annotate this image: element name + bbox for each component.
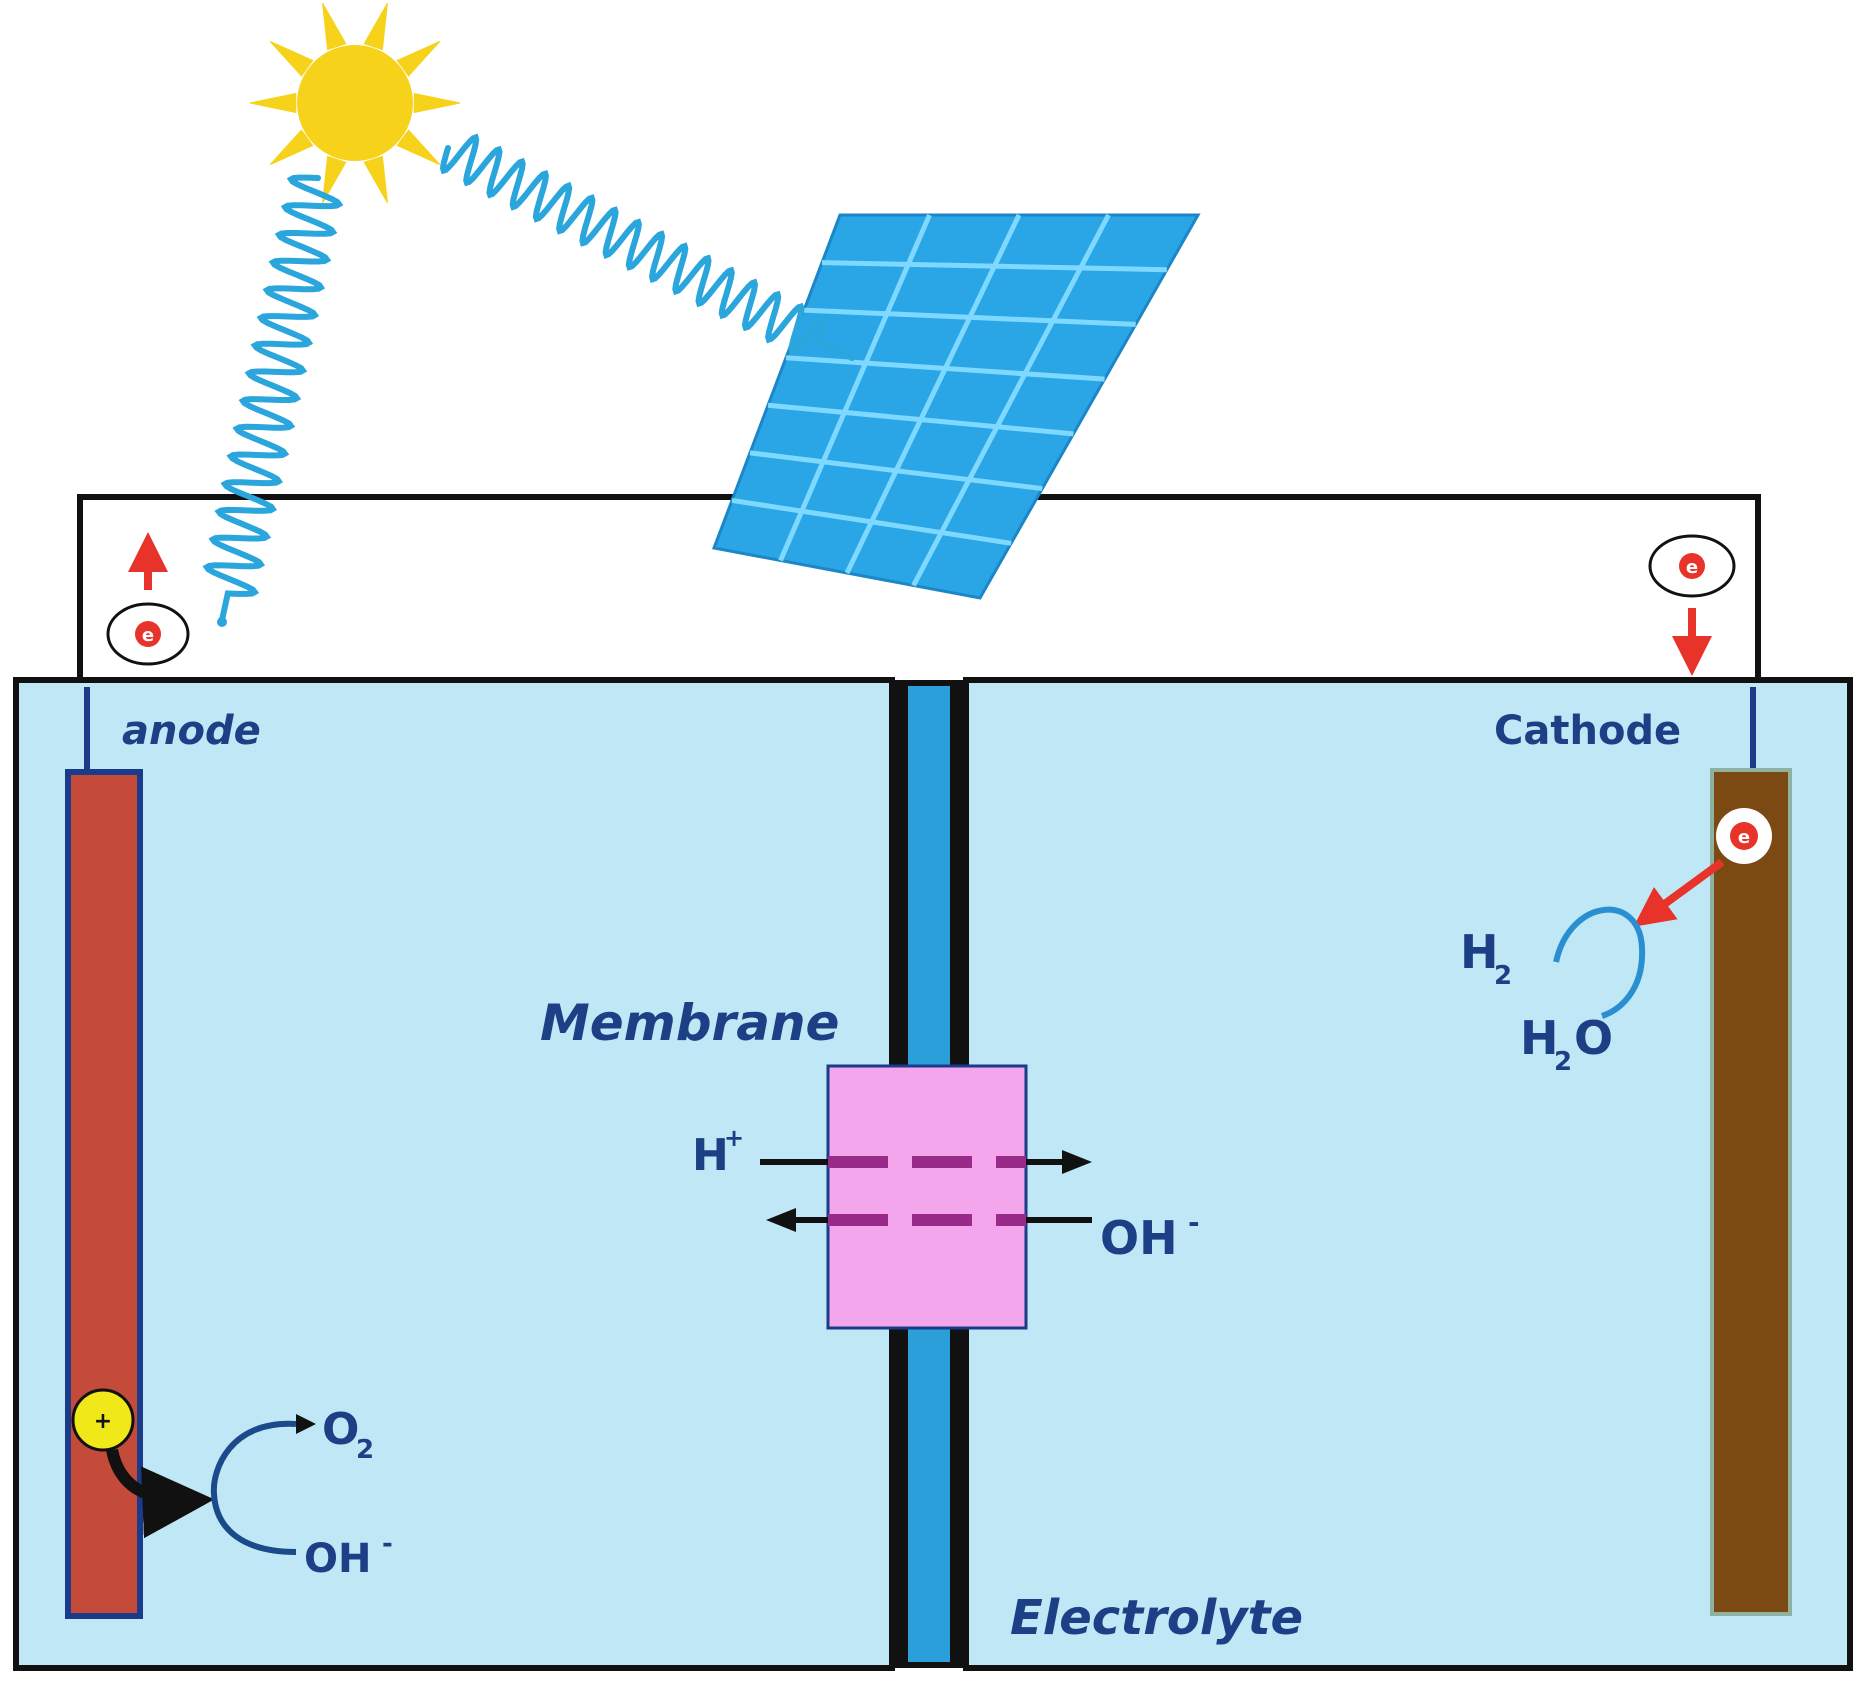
- svg-text:H: H: [692, 1130, 729, 1181]
- membrane-ion-exchange-patch: [826, 1064, 1028, 1330]
- cathode-label: Cathode: [1494, 708, 1681, 754]
- h2o-label: H 2 O: [1520, 1011, 1613, 1077]
- hole-label: +: [94, 1409, 112, 1434]
- h-plus-label: H +: [692, 1124, 744, 1181]
- electron-to-h2-arrow: [1633, 858, 1725, 927]
- electrolyte-label: Electrolyte: [1010, 1590, 1303, 1646]
- sun-ray: [269, 40, 314, 77]
- sun-ray: [249, 92, 297, 114]
- sun-ray: [396, 129, 441, 166]
- cathode-wire-electron-label: e: [1686, 557, 1698, 578]
- left-electrolyte-chamber: [13, 677, 895, 1671]
- h-plus-transport-arrow: [760, 1150, 1092, 1174]
- sun-ray: [413, 92, 461, 114]
- oh-minus-label: OH -: [1100, 1206, 1200, 1265]
- svg-text:OH: OH: [304, 1536, 371, 1582]
- light-wave-end-dot: [217, 617, 227, 627]
- hole-to-reaction-arrow: [106, 1448, 215, 1539]
- panel-grid-line: [911, 213, 1111, 587]
- anode-electron-label: e: [142, 625, 154, 646]
- svg-text:2: 2: [1554, 1047, 1572, 1077]
- sun-ray: [322, 2, 347, 51]
- sun-ray: [363, 155, 388, 204]
- svg-text:OH: OH: [1100, 1211, 1178, 1265]
- panel-grid-line: [749, 450, 1043, 492]
- light-wave-to-panel-icon: [439, 133, 855, 361]
- oh-minus-transport-arrow: [766, 1208, 1092, 1232]
- panel-grid-line: [803, 307, 1136, 327]
- sun-icon: [249, 2, 461, 204]
- h2-label: H 2: [1460, 925, 1512, 991]
- svg-text:-: -: [1188, 1206, 1200, 1239]
- svg-text:-: -: [382, 1529, 393, 1559]
- sun-ray: [322, 155, 347, 204]
- sun-ray: [363, 2, 388, 51]
- cathode-electrode: [1710, 768, 1792, 1616]
- anode-electron-icon: e: [106, 602, 190, 666]
- sun-ray: [269, 129, 314, 166]
- panel-grid-line: [821, 260, 1167, 273]
- sun-ray: [396, 40, 441, 77]
- svg-text:2: 2: [356, 1435, 374, 1465]
- panel-grid-line: [778, 214, 932, 562]
- hole-icon: +: [71, 1388, 135, 1452]
- panel-grid-line: [731, 497, 1012, 546]
- panel-grid-line: [767, 402, 1074, 437]
- membrane-label: Membrane: [540, 994, 839, 1052]
- svg-text:O: O: [322, 1404, 359, 1455]
- anode-label: anode: [122, 708, 261, 754]
- svg-text:H: H: [1520, 1011, 1559, 1065]
- cathode-electrode-electron-icon: e: [1716, 808, 1772, 864]
- right-electrolyte-chamber: [963, 677, 1853, 1671]
- svg-text:2: 2: [1494, 961, 1512, 991]
- solar-panel: [711, 213, 1201, 600]
- light-wave-to-anode-icon: [202, 174, 344, 623]
- panel-grid-line: [844, 213, 1022, 575]
- anode-reaction-curve: [210, 1420, 297, 1555]
- h2o-to-h2-reaction-curve: [1553, 906, 1646, 1019]
- panel-grid-line: [785, 355, 1105, 382]
- cathode-electrode-electron-label: e: [1738, 827, 1750, 848]
- svg-text:O: O: [1574, 1011, 1613, 1065]
- svg-text:H: H: [1460, 925, 1499, 979]
- svg-text:+: +: [724, 1124, 744, 1152]
- o2-arrowhead: [296, 1414, 316, 1434]
- cathode-wire-electron-icon: e: [1648, 534, 1736, 598]
- o2-label: O 2: [322, 1404, 374, 1465]
- oh-minus-anode-label: OH -: [304, 1529, 393, 1582]
